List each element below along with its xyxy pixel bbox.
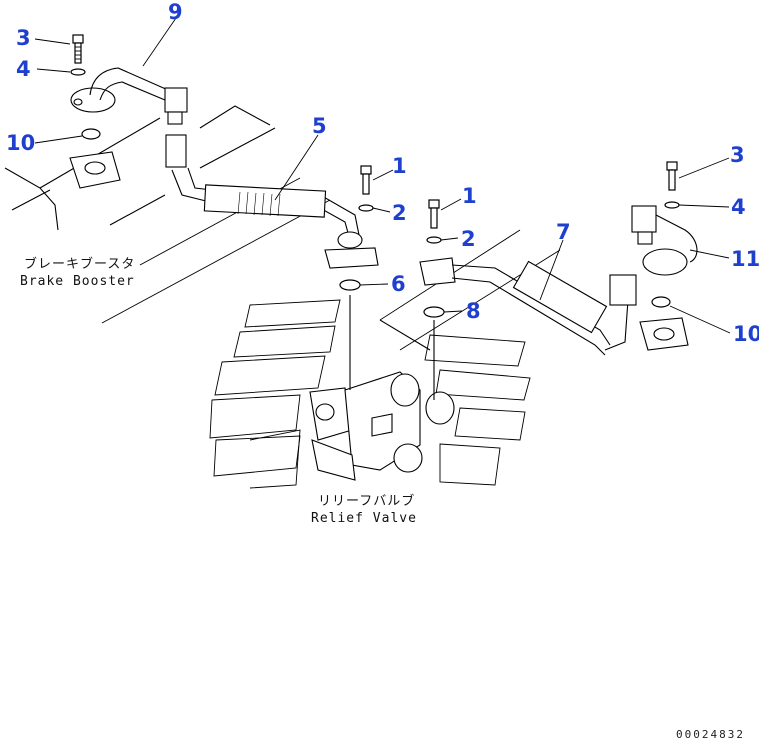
bolt-1-a	[360, 165, 372, 195]
component-labels: ブレーキブースタ Brake Booster リリーフバルブ Relief Va…	[20, 256, 417, 526]
housing-outline	[101, 177, 561, 489]
flange-left	[69, 151, 121, 189]
o-ring-10-left	[81, 128, 101, 140]
pipe-11	[631, 205, 698, 276]
o-ring-10-right	[651, 296, 671, 308]
callout-2-a: 2	[392, 201, 407, 225]
hose-5-hatching	[237, 191, 281, 217]
callout-numbers: 9 3 4 10 5 1 2 1 2 6 8 7 3 4 11 10	[6, 0, 759, 346]
drawing-code: 00024832	[676, 728, 745, 741]
callout-10-right: 10	[733, 322, 759, 346]
callout-7: 7	[556, 220, 571, 244]
callout-2-b: 2	[461, 227, 476, 251]
leader-lines	[34, 17, 731, 334]
washer-2-a	[358, 204, 374, 212]
relief-valve-label-en: Relief Valve	[311, 511, 417, 526]
brake-booster-label-en: Brake Booster	[20, 274, 135, 289]
callout-5: 5	[312, 114, 327, 138]
callout-1-a: 1	[392, 154, 407, 178]
o-ring-8	[423, 306, 445, 318]
callout-3-right: 3	[730, 143, 745, 167]
callout-4-left: 4	[16, 57, 31, 81]
bolt-3-right	[666, 161, 678, 191]
relief-valve	[309, 295, 455, 481]
brake-booster-body	[4, 105, 276, 231]
callout-11: 11	[731, 247, 759, 271]
callout-1-b: 1	[462, 184, 477, 208]
callout-4-right: 4	[731, 195, 746, 219]
callout-10-left: 10	[6, 131, 35, 155]
hose-5	[165, 134, 379, 269]
hose-7	[419, 257, 637, 356]
callout-9: 9	[168, 0, 183, 24]
pipe-9	[70, 67, 188, 125]
callout-6: 6	[391, 272, 406, 296]
callout-8: 8	[466, 299, 481, 323]
washer-4-right	[664, 201, 680, 209]
callout-3-left: 3	[16, 26, 31, 50]
relief-valve-label-jp: リリーフバルブ	[318, 493, 415, 509]
flange-right	[639, 317, 689, 351]
bolt-3-left	[72, 34, 84, 64]
brake-booster-label-jp: ブレーキブースタ	[24, 256, 135, 272]
o-ring-6	[339, 279, 361, 291]
washer-2-b	[426, 236, 442, 244]
bolt-1-b	[428, 199, 440, 229]
washer-4-left	[70, 68, 86, 76]
